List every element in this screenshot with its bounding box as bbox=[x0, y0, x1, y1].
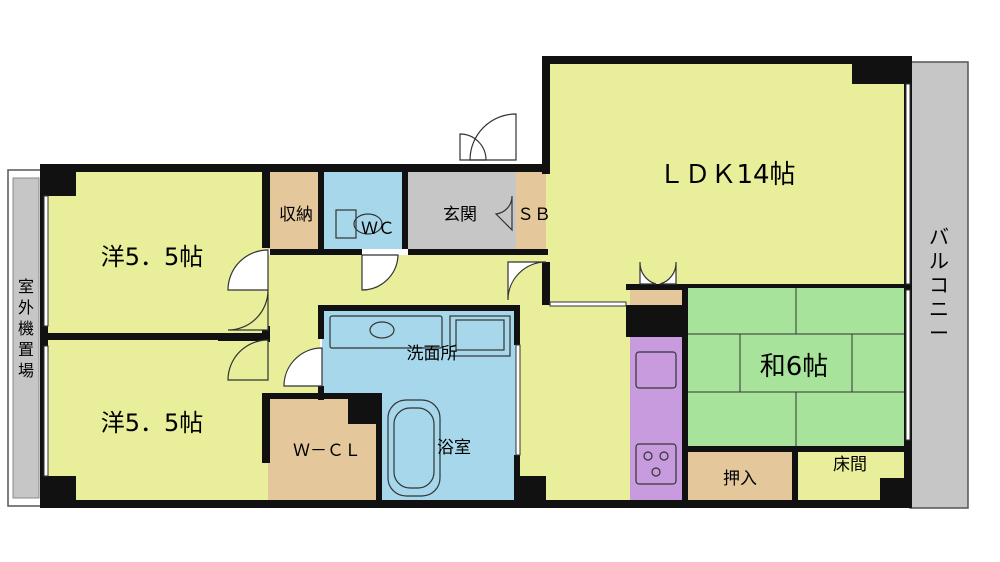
balcony-char: ニ bbox=[929, 297, 949, 321]
western-room-1 bbox=[46, 172, 268, 334]
bath-label: 浴室 bbox=[437, 438, 471, 458]
dining-strip bbox=[516, 311, 546, 501]
outdoor-unit-char: 室 bbox=[18, 277, 34, 296]
balcony-char: ー bbox=[929, 321, 949, 345]
western-room-1-label: 洋5．5帖 bbox=[101, 243, 204, 271]
wcl-label: Ｗ－ＣＬ bbox=[293, 441, 361, 461]
outdoor-unit-char: 外 bbox=[18, 298, 34, 317]
storage-label: 収納 bbox=[279, 205, 313, 225]
ldk-label: ＬＤＫ14帖 bbox=[658, 160, 795, 190]
oshiire bbox=[686, 450, 794, 502]
japanese-room-label: 和6帖 bbox=[760, 352, 829, 382]
washroom bbox=[322, 311, 516, 393]
windows bbox=[43, 83, 911, 477]
bathroom bbox=[380, 393, 516, 501]
entrance-room bbox=[406, 172, 516, 249]
kitchen-counter bbox=[630, 334, 684, 500]
tokonoma-label: 床間 bbox=[833, 455, 867, 475]
storage-closet bbox=[268, 172, 322, 249]
fixtures bbox=[329, 209, 677, 497]
wc-label: ＷＣ bbox=[361, 219, 395, 239]
balcony-char: バ bbox=[929, 225, 949, 249]
doors bbox=[227, 113, 677, 387]
japanese-room bbox=[686, 284, 908, 450]
ldk-room bbox=[546, 62, 908, 284]
hall bbox=[268, 255, 546, 311]
outdoor-unit-char: 置 bbox=[18, 340, 34, 359]
shoebox bbox=[516, 172, 546, 249]
oshiire-label: 押入 bbox=[723, 469, 757, 489]
outdoor-unit-char: 機 bbox=[18, 319, 34, 338]
outdoor-unit-label: 室 外 機 置 場 bbox=[18, 277, 34, 380]
washroom-label: 洗面所 bbox=[407, 344, 458, 364]
ldk-lower bbox=[546, 284, 630, 500]
tatami-lines bbox=[686, 284, 908, 450]
western-room-2-label: 洋5．5帖 bbox=[101, 409, 204, 437]
balcony-char: コ bbox=[929, 273, 949, 297]
shoebox-label: ＳＢ bbox=[517, 205, 551, 225]
outdoor-unit-char: 場 bbox=[18, 361, 34, 380]
entrance-label: 玄関 bbox=[443, 205, 477, 225]
outdoor-unit-inner bbox=[12, 177, 40, 499]
balcony-area bbox=[909, 61, 969, 509]
balcony-label: バ ル コ ニ ー bbox=[929, 225, 949, 345]
balcony-char: ル bbox=[929, 249, 949, 273]
